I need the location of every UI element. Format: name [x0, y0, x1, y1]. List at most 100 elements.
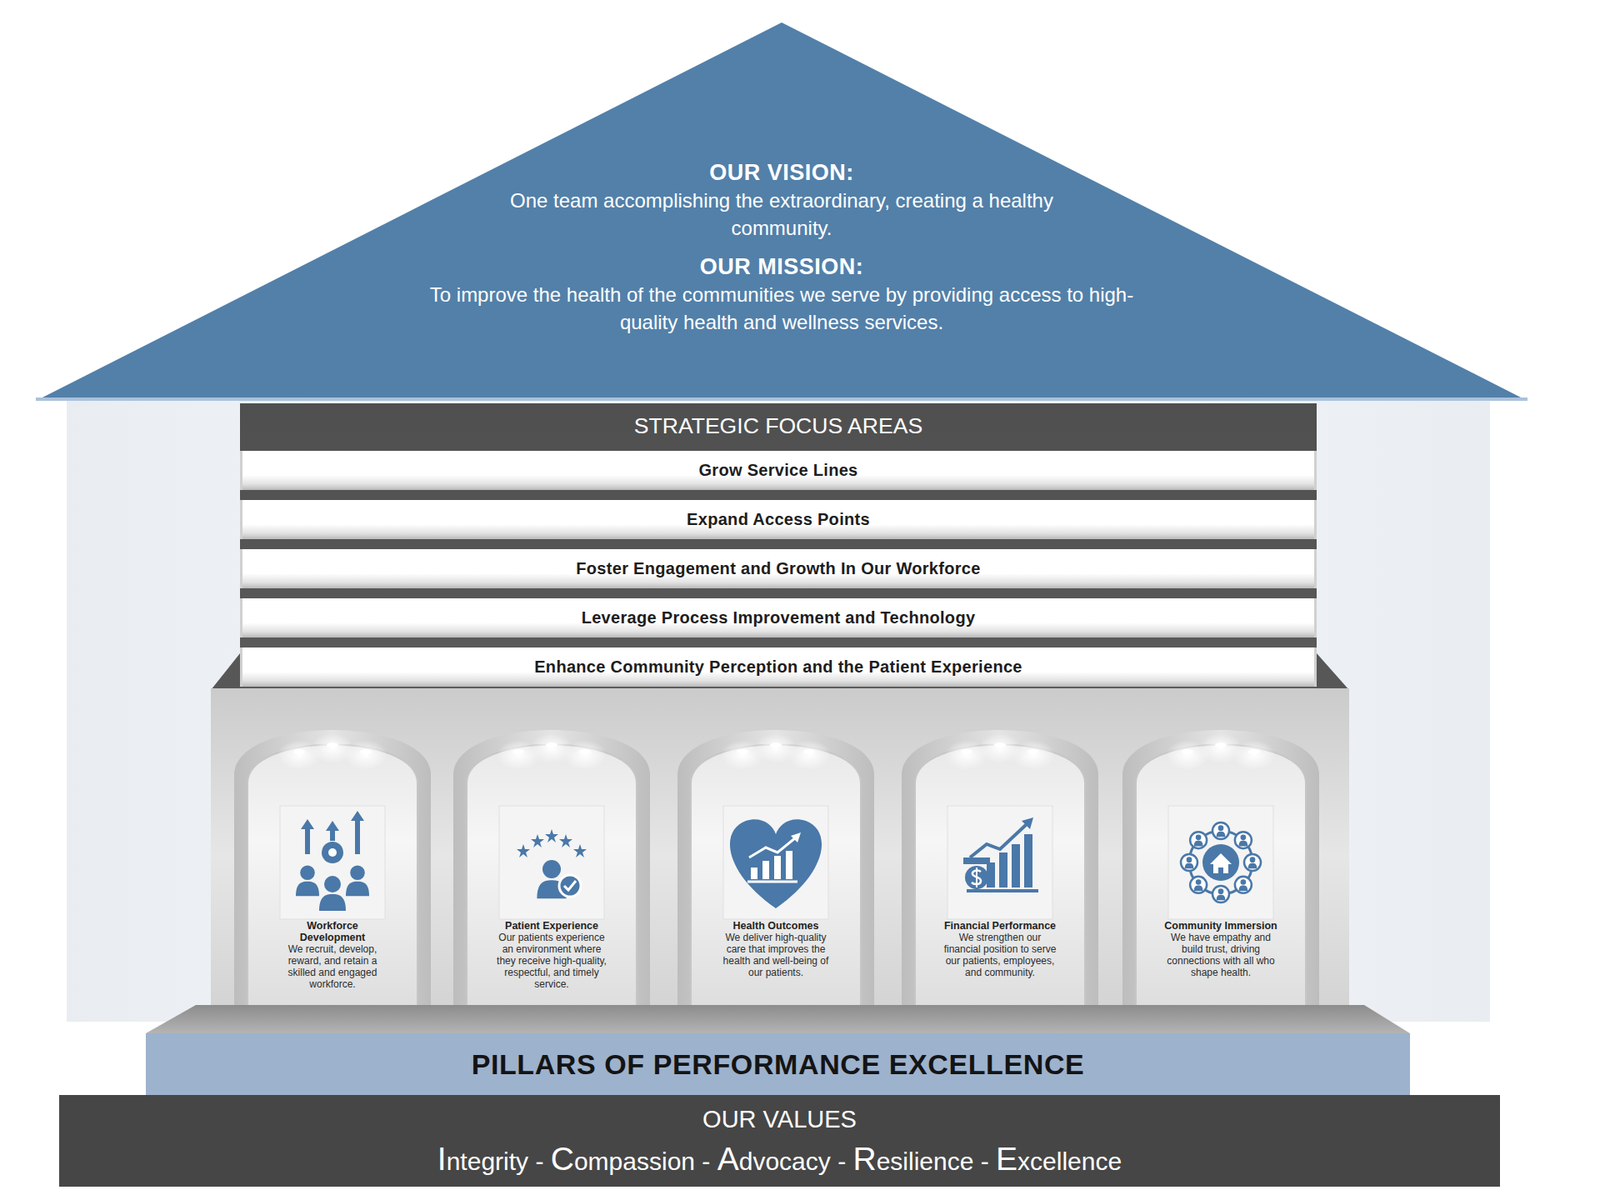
workforce-icon [330, 829, 335, 841]
plinth-step [145, 1005, 1410, 1034]
workforce-icon [355, 819, 360, 855]
workforce-icon [325, 820, 340, 831]
person-glyph [1194, 879, 1204, 891]
community-immersion-icon [1218, 867, 1224, 874]
arch-frame [234, 730, 431, 1020]
person-badge [1244, 854, 1261, 871]
space [973, 1147, 980, 1175]
spot-lamp [512, 749, 525, 755]
spot-lamp [803, 749, 815, 755]
person-glyph [1216, 888, 1226, 900]
bar-t-text: Foster Engagement and Growth In Our Work… [575, 559, 980, 579]
initial-letter: I [437, 1140, 447, 1177]
patient-experience-icon [559, 834, 573, 848]
word-rest: xcellence [1017, 1147, 1122, 1175]
spot-light [1232, 740, 1276, 770]
financial-performance-icon [966, 889, 1039, 893]
community-immersion-icon [1189, 830, 1253, 895]
pillars-band: PILLARS OF PERFORMANCE EXCELLENCE [145, 1033, 1410, 1095]
word: - [837, 1147, 846, 1175]
patient-experience-icon [545, 829, 559, 843]
focus-area-panel: STRATEGIC FOCUS AREAS Grow Service LinesE… [240, 403, 1317, 689]
arch-b-text: We strengthen our financial position to … [941, 931, 1059, 979]
spot-lamp [326, 742, 339, 748]
arch-frame [677, 730, 875, 1020]
workforce-icon [295, 810, 370, 911]
spot-lamp [360, 749, 372, 755]
financial-performance-icon [1021, 817, 1034, 830]
spot-light [563, 740, 607, 770]
arch-niche [247, 745, 418, 1021]
person-glyph [1239, 879, 1249, 891]
spot-lamp [1215, 742, 1227, 748]
pillar-niche: Financial PerformanceWe strengthen our f… [916, 920, 1084, 1017]
spot-lamp [994, 742, 1006, 748]
arch-frame [453, 730, 650, 1020]
focus-area-bar: Leverage Process Improvement and Technol… [240, 598, 1317, 638]
focus-area-bar: Enhance Community Perception and the Pat… [240, 647, 1317, 687]
arch-niche [466, 745, 637, 1021]
workforce-icon [319, 875, 346, 911]
space [695, 1147, 702, 1175]
panel-h-text: STRATEGIC FOCUS AREAS [240, 403, 1317, 450]
icon-panel [499, 805, 605, 920]
arch-b-text: We recruit, develop, reward, and retain … [274, 943, 391, 990]
icon-panel [1168, 805, 1274, 920]
initial-letter: E [995, 1140, 1018, 1177]
arch-h-text: Workforce Development [274, 920, 391, 944]
space [528, 1147, 535, 1175]
financial-performance-icon [963, 857, 990, 865]
person-glyph [1185, 856, 1195, 869]
workforce-icon [321, 841, 344, 864]
person-badge [1180, 854, 1198, 871]
back-wall [66, 400, 1490, 1022]
bar-t-text: Expand Access Points [686, 510, 870, 530]
health-outcomes-icon [749, 837, 796, 858]
initial-letter: A [717, 1140, 740, 1177]
community-immersion-icon [1202, 844, 1240, 881]
word-rest: ompassion [574, 1147, 695, 1175]
patient-experience-icon [516, 829, 587, 899]
spot-lamp [293, 749, 305, 755]
arch-niche [690, 745, 861, 1021]
spot-lamp [1248, 749, 1260, 755]
financial-performance-icon [1011, 844, 1020, 888]
financial-performance-icon [965, 865, 989, 890]
person-badge [1190, 876, 1207, 894]
person-badge [1235, 831, 1252, 849]
pillar-arches [234, 730, 1320, 1020]
spot-light [344, 740, 388, 770]
bar-t-text: Leverage Process Improvement and Technol… [581, 608, 976, 628]
bar-t-text: Enhance Community Perception and the Pat… [534, 657, 1023, 677]
person-glyph [1248, 856, 1258, 869]
spot-lamp [579, 749, 591, 755]
community-people [1180, 822, 1261, 903]
person-badge [1212, 885, 1230, 903]
vision-mission-roof: OUR VISION:One team accomplishing the ex… [35, 22, 1528, 401]
health-outcomes-icon [750, 867, 758, 880]
spot-light [787, 740, 831, 770]
bar-t-text: Grow Service Lines [698, 460, 858, 480]
patient-experience-icon [573, 844, 587, 858]
spot-lamp [1181, 749, 1194, 755]
spot-lamp [545, 742, 558, 748]
roof-b-text: One team accomplishing the extraordinary… [506, 186, 1057, 242]
base-h-text: OUR VALUES [702, 1105, 857, 1134]
person-glyph [1216, 825, 1226, 837]
arch-b-text: Our patients experience an environment w… [493, 931, 610, 990]
pillar-building [210, 688, 1350, 1022]
arch-h-text: Health Outcomes [717, 920, 835, 932]
initial-letter: C [550, 1140, 575, 1177]
financial-performance-icon [1024, 834, 1033, 888]
word-rest: ntegrity [446, 1147, 529, 1175]
arch-b-text: We have empathy and build trust, driving… [1162, 931, 1280, 979]
word-rest: esilience [876, 1147, 975, 1175]
icon-panel [947, 805, 1053, 920]
health-outcomes-icon [762, 860, 770, 880]
pillar-niche: Health OutcomesWe deliver high-quality c… [692, 920, 860, 1017]
pillar-niche: Patient ExperienceOur patients experienc… [468, 920, 635, 1017]
person-badge [1212, 822, 1230, 840]
person-badge [1190, 831, 1207, 849]
financial-performance-icon [975, 867, 978, 888]
